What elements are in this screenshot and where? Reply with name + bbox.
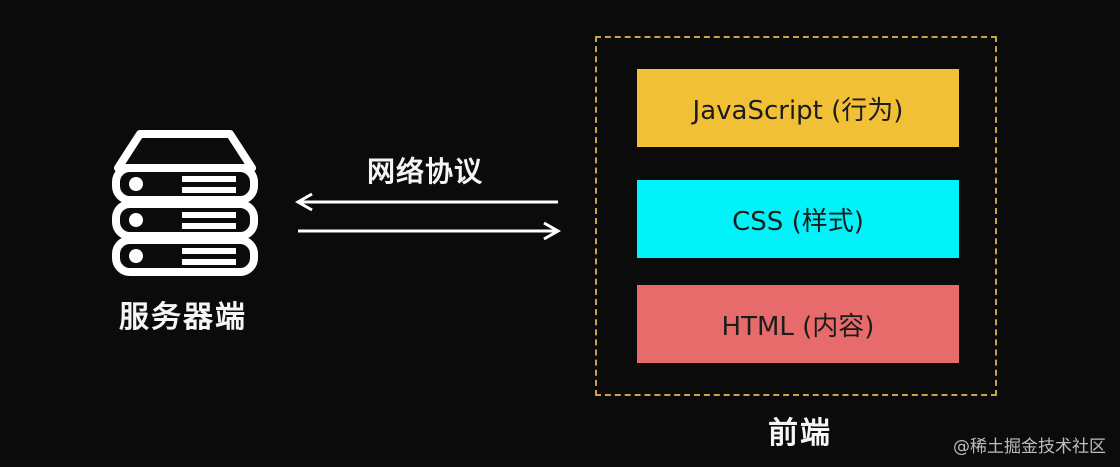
- server-label: 服务器端: [119, 300, 247, 335]
- javascript-layer: JavaScript (行为): [637, 69, 959, 147]
- bidirectional-arrows: [294, 192, 562, 241]
- frontend-container: [595, 36, 997, 396]
- arrow-to-frontend: [298, 221, 562, 241]
- server-icon: [112, 130, 258, 276]
- html-layer: HTML (内容): [637, 285, 959, 363]
- arrow-to-server: [294, 192, 558, 212]
- css-layer: CSS (样式): [637, 180, 959, 258]
- frontend-label: 前端: [768, 416, 832, 451]
- watermark: @稀土掘金技术社区: [953, 437, 1106, 457]
- network-protocol-label: 网络协议: [366, 155, 483, 188]
